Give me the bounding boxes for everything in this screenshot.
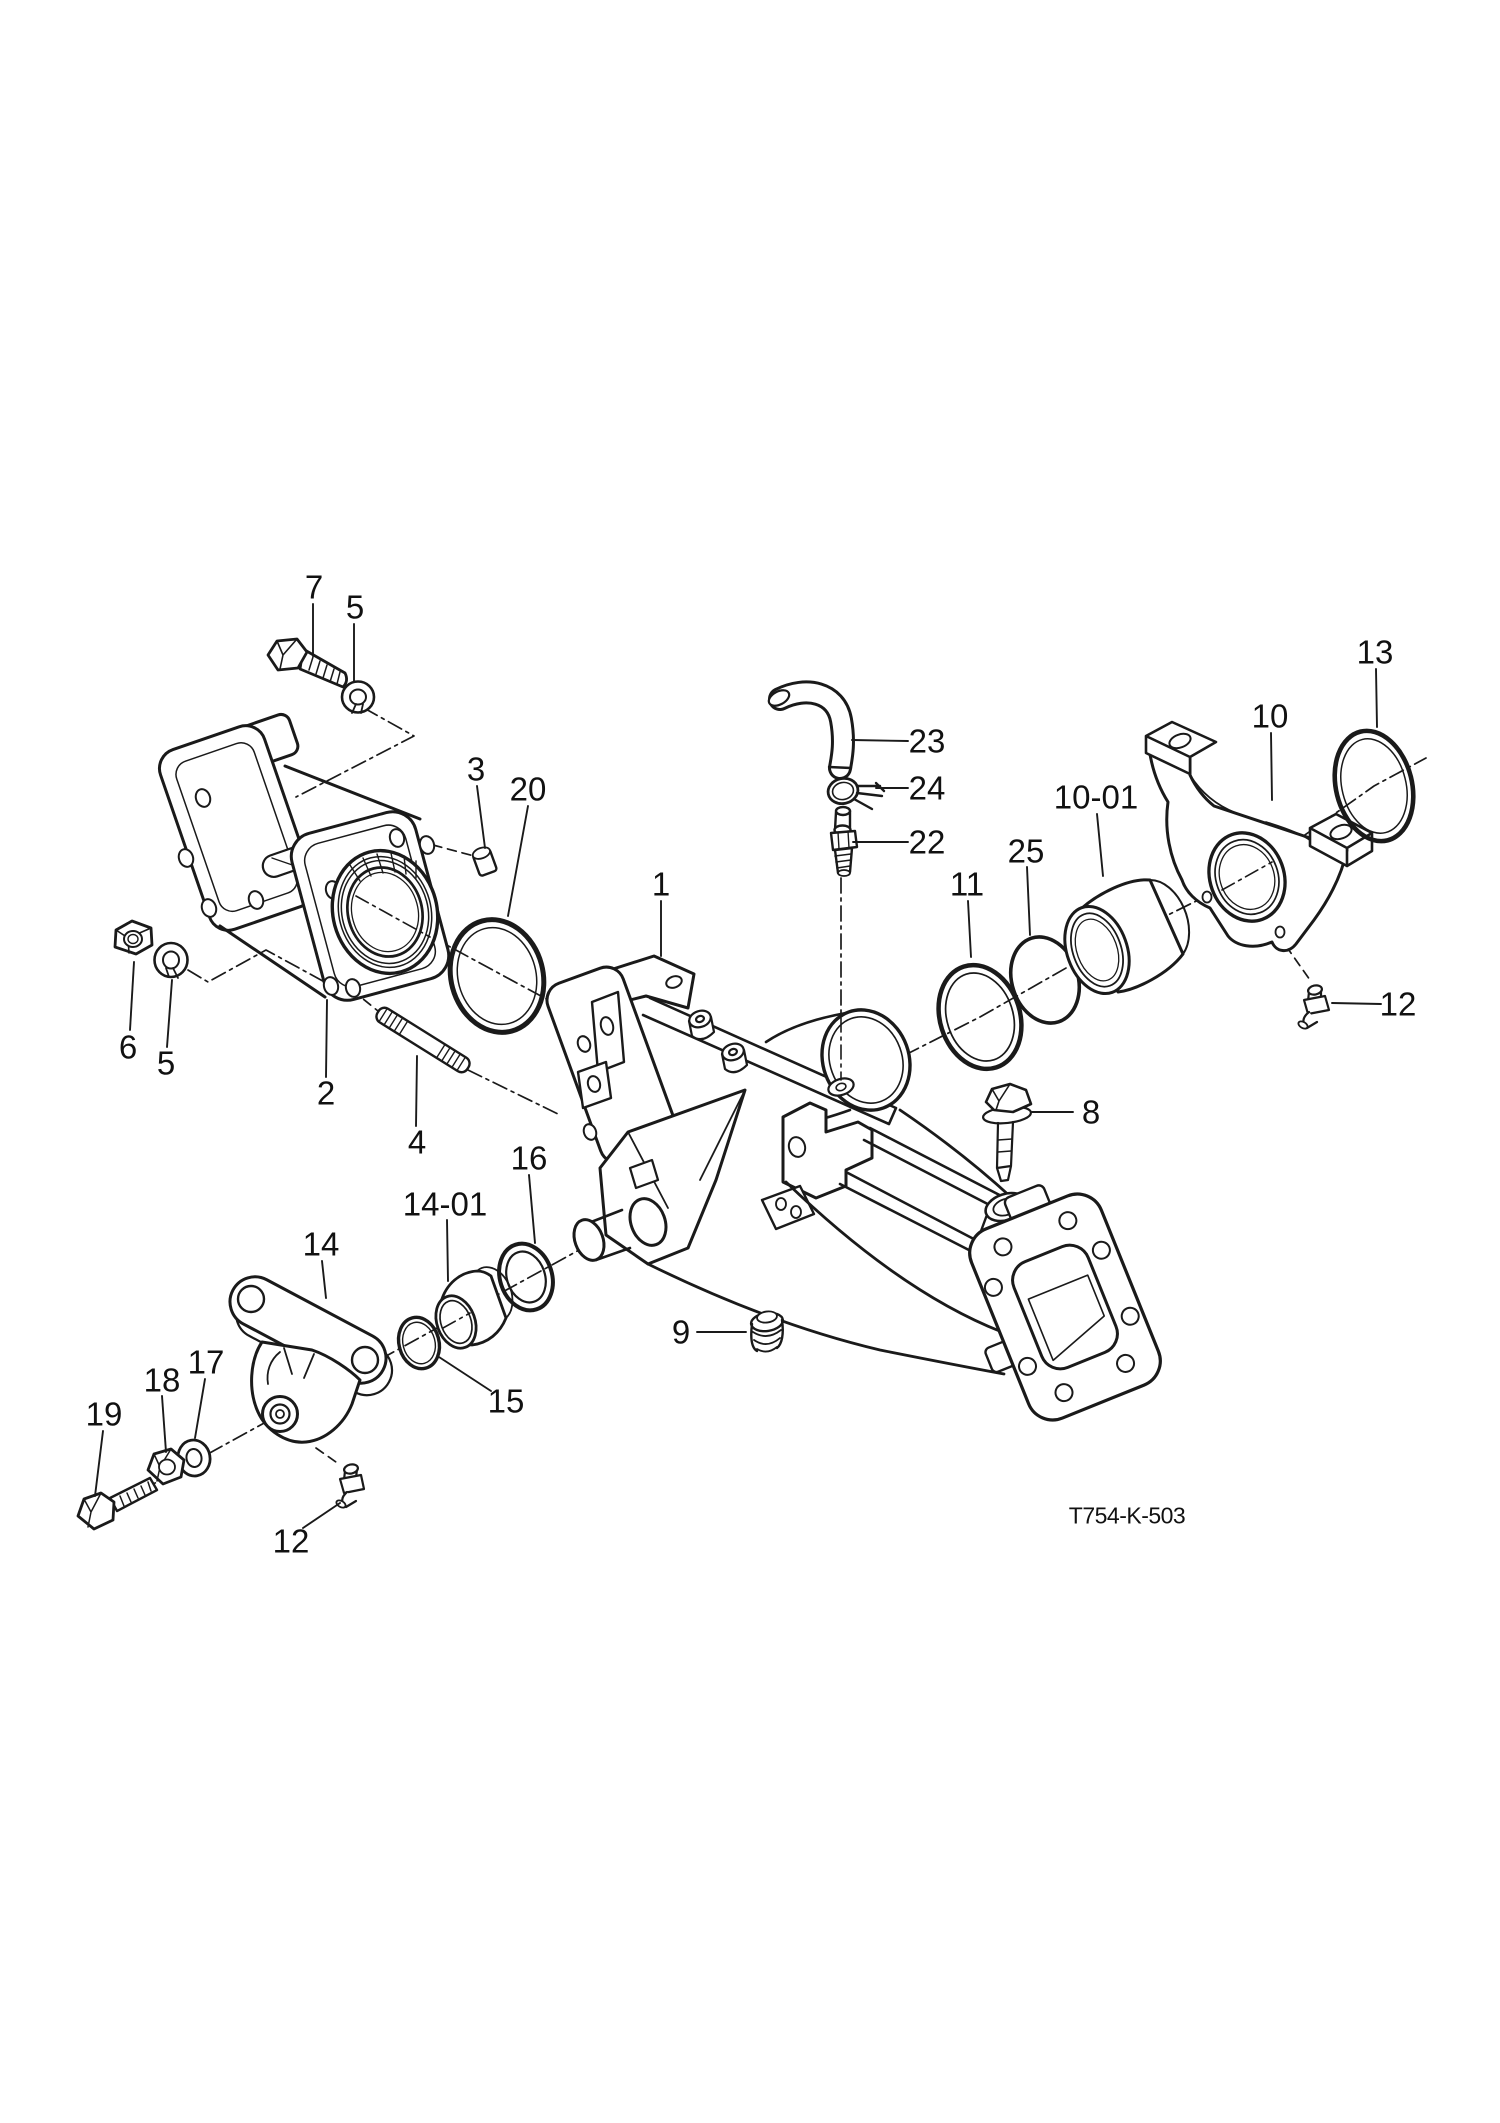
part-4-stud bbox=[375, 1006, 471, 1074]
callout-8: 8 bbox=[1081, 1093, 1101, 1131]
part-5-washer-top bbox=[340, 680, 376, 714]
part-14-support-bracket bbox=[228, 1275, 394, 1444]
part-3-dowel bbox=[471, 846, 498, 877]
callout-11: 11 bbox=[949, 865, 985, 903]
leader-lines bbox=[94, 603, 1382, 1529]
callout-14-01: 14-01 bbox=[402, 1185, 488, 1223]
callout-1: 1 bbox=[651, 865, 671, 903]
part-1-axle-housing bbox=[545, 954, 1162, 1422]
part-17-washer bbox=[176, 1438, 212, 1478]
callout-23: 23 bbox=[908, 722, 946, 760]
callout-12-right: 12 bbox=[1379, 985, 1417, 1023]
callout-16: 16 bbox=[510, 1139, 548, 1177]
callout-5-left: 5 bbox=[156, 1044, 176, 1082]
part-8-plug bbox=[982, 1082, 1033, 1183]
callout-18: 18 bbox=[143, 1361, 181, 1399]
part-7-bolt bbox=[266, 637, 348, 689]
part-2-flanged-housing bbox=[157, 712, 451, 1002]
callout-24: 24 bbox=[908, 769, 946, 807]
part-12-grease-fitting-right bbox=[1297, 984, 1331, 1030]
callout-17: 17 bbox=[187, 1343, 225, 1381]
part-16-seal bbox=[497, 1241, 555, 1313]
callout-2: 2 bbox=[316, 1074, 336, 1112]
callout-9: 9 bbox=[671, 1313, 691, 1351]
part-5-washer-left bbox=[153, 941, 189, 979]
callout-22: 22 bbox=[908, 823, 946, 861]
part-10-01-bushing bbox=[1063, 878, 1191, 996]
drawing-code: T754-K-503 bbox=[1068, 1502, 1186, 1529]
part-6-nut bbox=[113, 919, 154, 956]
part-13-o-ring bbox=[1332, 728, 1416, 844]
callout-7: 7 bbox=[304, 568, 324, 606]
callout-20: 20 bbox=[509, 770, 547, 808]
callout-10: 10 bbox=[1251, 697, 1289, 735]
part-19-bolt bbox=[76, 1476, 159, 1531]
callout-19: 19 bbox=[85, 1395, 123, 1433]
callout-5-top: 5 bbox=[345, 588, 365, 626]
axis-overlays bbox=[355, 895, 842, 1329]
part-14-01-bushing bbox=[434, 1266, 514, 1350]
part-24-clamp bbox=[826, 776, 886, 811]
callout-10-01: 10-01 bbox=[1053, 778, 1139, 816]
callout-13: 13 bbox=[1356, 633, 1394, 671]
part-9-plug bbox=[749, 1310, 785, 1353]
part-15-o-ring bbox=[396, 1315, 442, 1371]
callout-12-bottom: 12 bbox=[272, 1522, 310, 1560]
part-18-nut bbox=[146, 1447, 186, 1486]
callout-15: 15 bbox=[487, 1382, 525, 1420]
callout-4: 4 bbox=[407, 1123, 427, 1161]
part-20-o-ring bbox=[447, 917, 547, 1035]
callout-25: 25 bbox=[1007, 832, 1045, 870]
callout-3: 3 bbox=[466, 750, 486, 788]
part-22-fitting bbox=[829, 805, 859, 877]
callout-14: 14 bbox=[302, 1225, 340, 1263]
part-23-hose bbox=[767, 680, 855, 780]
part-12-grease-fitting-bottom bbox=[335, 1463, 366, 1509]
callout-6: 6 bbox=[118, 1028, 138, 1066]
part-11-seal-ring bbox=[936, 962, 1024, 1072]
